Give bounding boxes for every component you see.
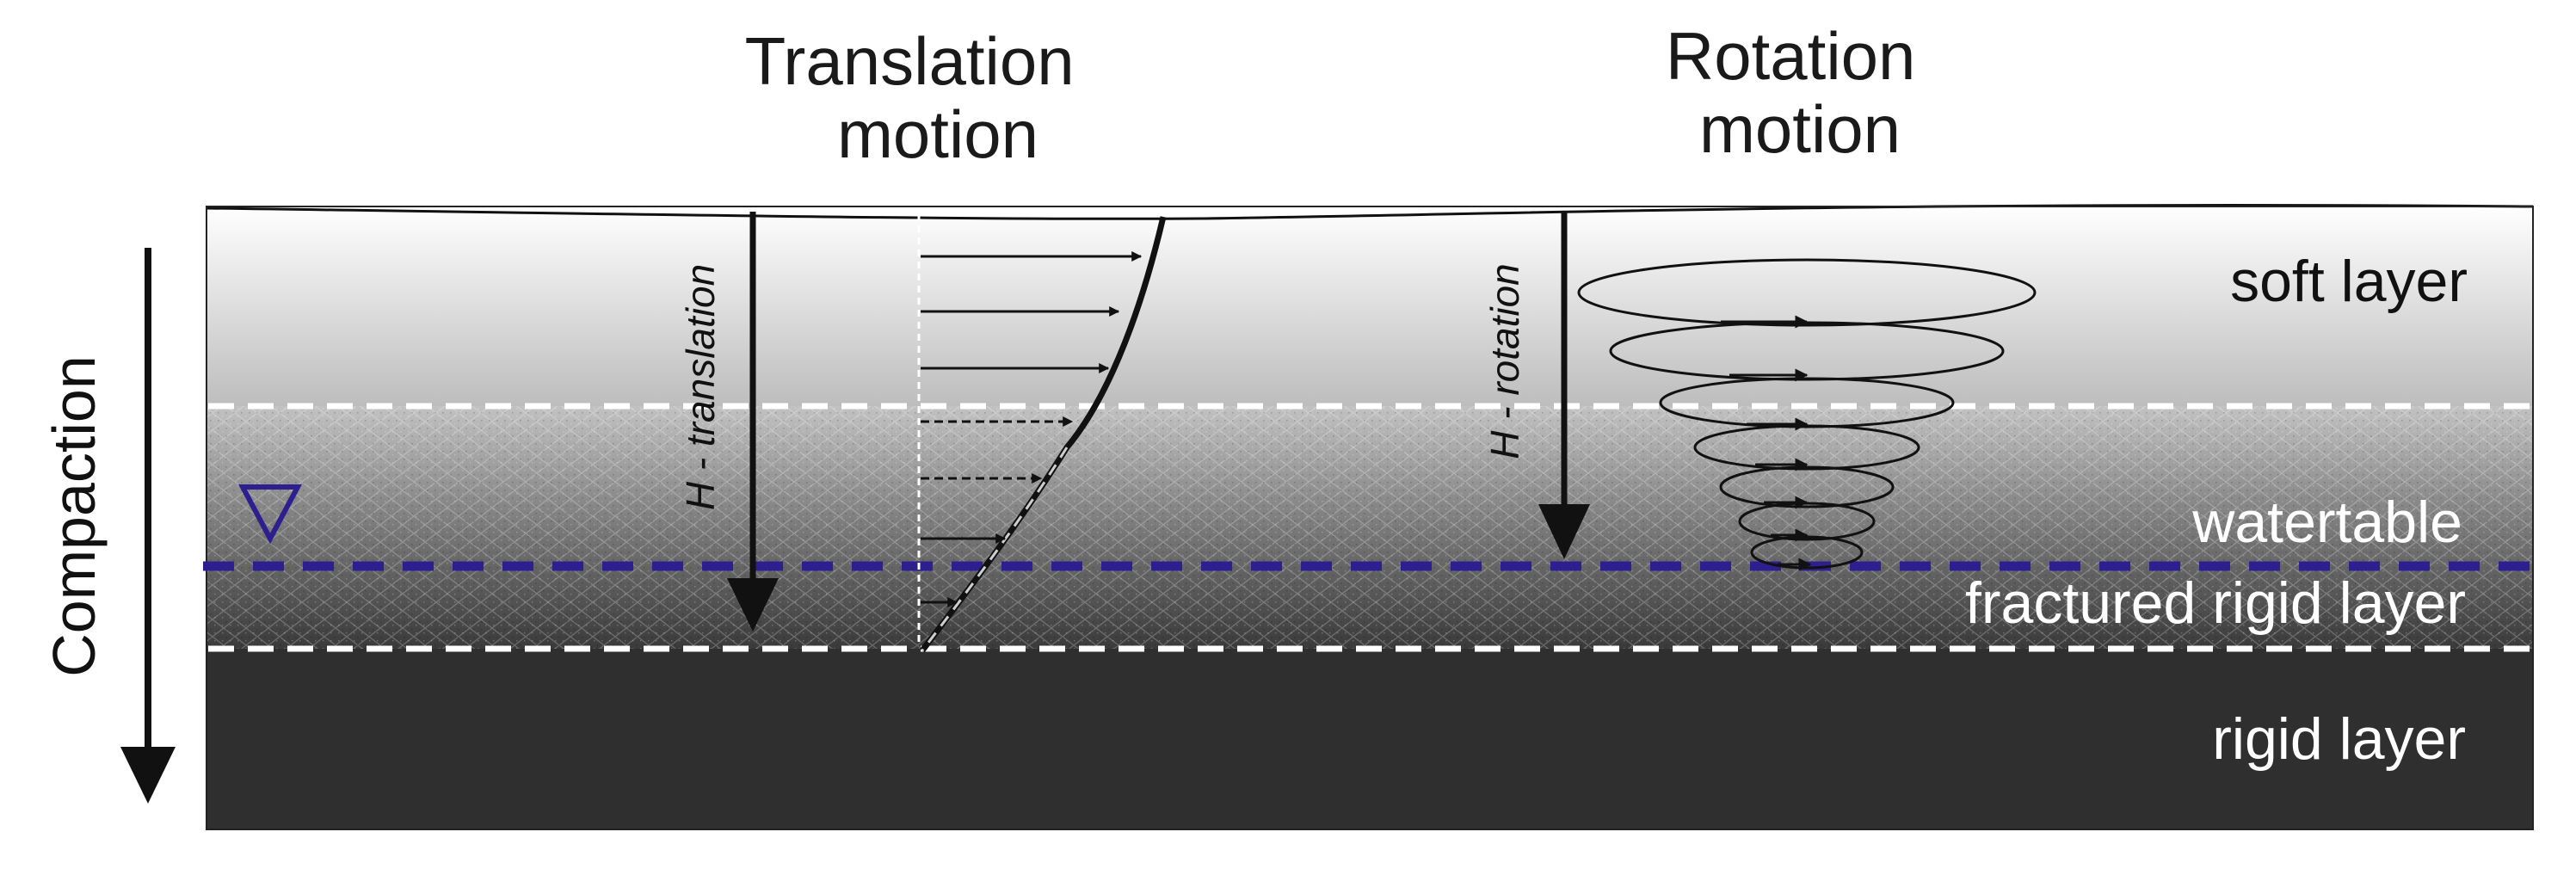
translation-motion: H - translation <box>678 212 1167 653</box>
compaction-label: Compaction <box>40 355 108 677</box>
soil-profile <box>203 204 2536 830</box>
profile-border <box>206 206 2534 830</box>
translation-title: Translation motion <box>745 23 1094 172</box>
rotation-depth-arrowhead <box>1538 504 1590 559</box>
soft-layer-label: soft layer <box>2230 249 2468 314</box>
rotation-h-label: H - rotation <box>1482 263 1527 459</box>
inverted-triangle-icon <box>238 484 302 545</box>
rotation-motion: H - rotation <box>1482 212 2037 571</box>
velocity-profile-curve-dashed <box>921 447 1069 651</box>
fractured-rigid-layer-label: fractured rigid layer <box>1965 570 2466 636</box>
rigid-layer-label: rigid layer <box>2212 706 2466 772</box>
fractured-grain <box>206 406 2533 649</box>
watertable-label: watertable <box>2191 490 2462 555</box>
rotation-title: Rotation motion <box>1666 18 1934 167</box>
soft-layer <box>206 205 2533 406</box>
rigid-layer <box>206 649 2533 829</box>
translation-depth-arrowhead <box>727 578 779 632</box>
compaction-arrowhead <box>120 747 176 804</box>
translation-h-label: H - translation <box>678 264 723 510</box>
